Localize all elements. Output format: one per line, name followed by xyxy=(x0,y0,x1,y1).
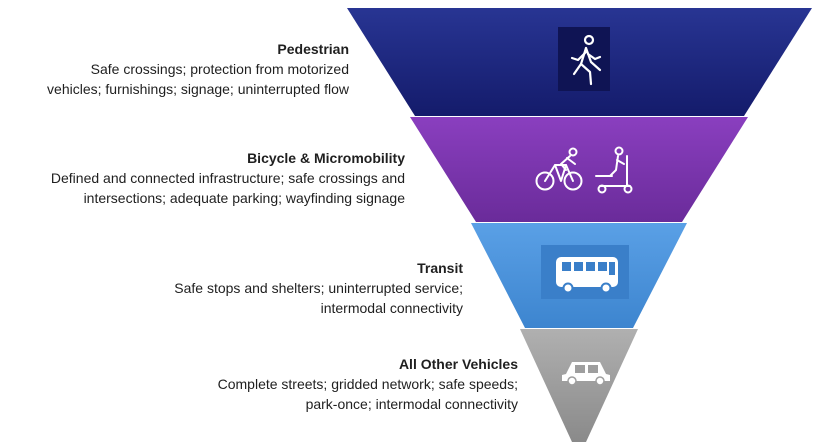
pedestrian-icon xyxy=(570,34,602,86)
tier-description-line: Defined and connected infrastructure; sa… xyxy=(50,170,405,186)
bus-icon xyxy=(556,257,618,294)
tier-bicycle-label: Bicycle & Micromobility Defined and conn… xyxy=(51,149,405,208)
tier-description-line: vehicles; furnishings; signage; uninterr… xyxy=(47,81,349,97)
tier-title: Pedestrian xyxy=(277,41,349,57)
tier-description-line: intersections; adequate parking; wayfind… xyxy=(83,190,405,206)
tier-pedestrian-label: Pedestrian Safe crossings; protection fr… xyxy=(47,40,349,99)
tier-vehicles-label: All Other Vehicles Complete streets; gri… xyxy=(218,355,518,414)
tier-title: Transit xyxy=(417,260,463,276)
tier-title: Bicycle & Micromobility xyxy=(247,150,405,166)
tier-description-line: park-once; intermodal connectivity xyxy=(305,396,518,412)
scooter-icon xyxy=(595,146,633,194)
tier-title: All Other Vehicles xyxy=(398,356,518,372)
tier-description-line: Safe crossings; protection from motorize… xyxy=(90,61,349,77)
tier-transit-label: Transit Safe stops and shelters; uninter… xyxy=(174,259,463,318)
tier-description-line: Safe stops and shelters; uninterrupted s… xyxy=(174,280,463,296)
tier-description-line: Complete streets; gridded network; safe … xyxy=(217,376,518,392)
tier-description-line: intermodal connectivity xyxy=(320,300,463,316)
tier-vehicles-band xyxy=(520,329,638,442)
pedestrian-icon-tile xyxy=(558,27,610,91)
car-icon xyxy=(562,362,610,386)
bicycle-icon xyxy=(535,147,583,191)
bicycle-scooter-icon xyxy=(535,146,633,194)
tier-bicycle-band xyxy=(410,117,748,222)
